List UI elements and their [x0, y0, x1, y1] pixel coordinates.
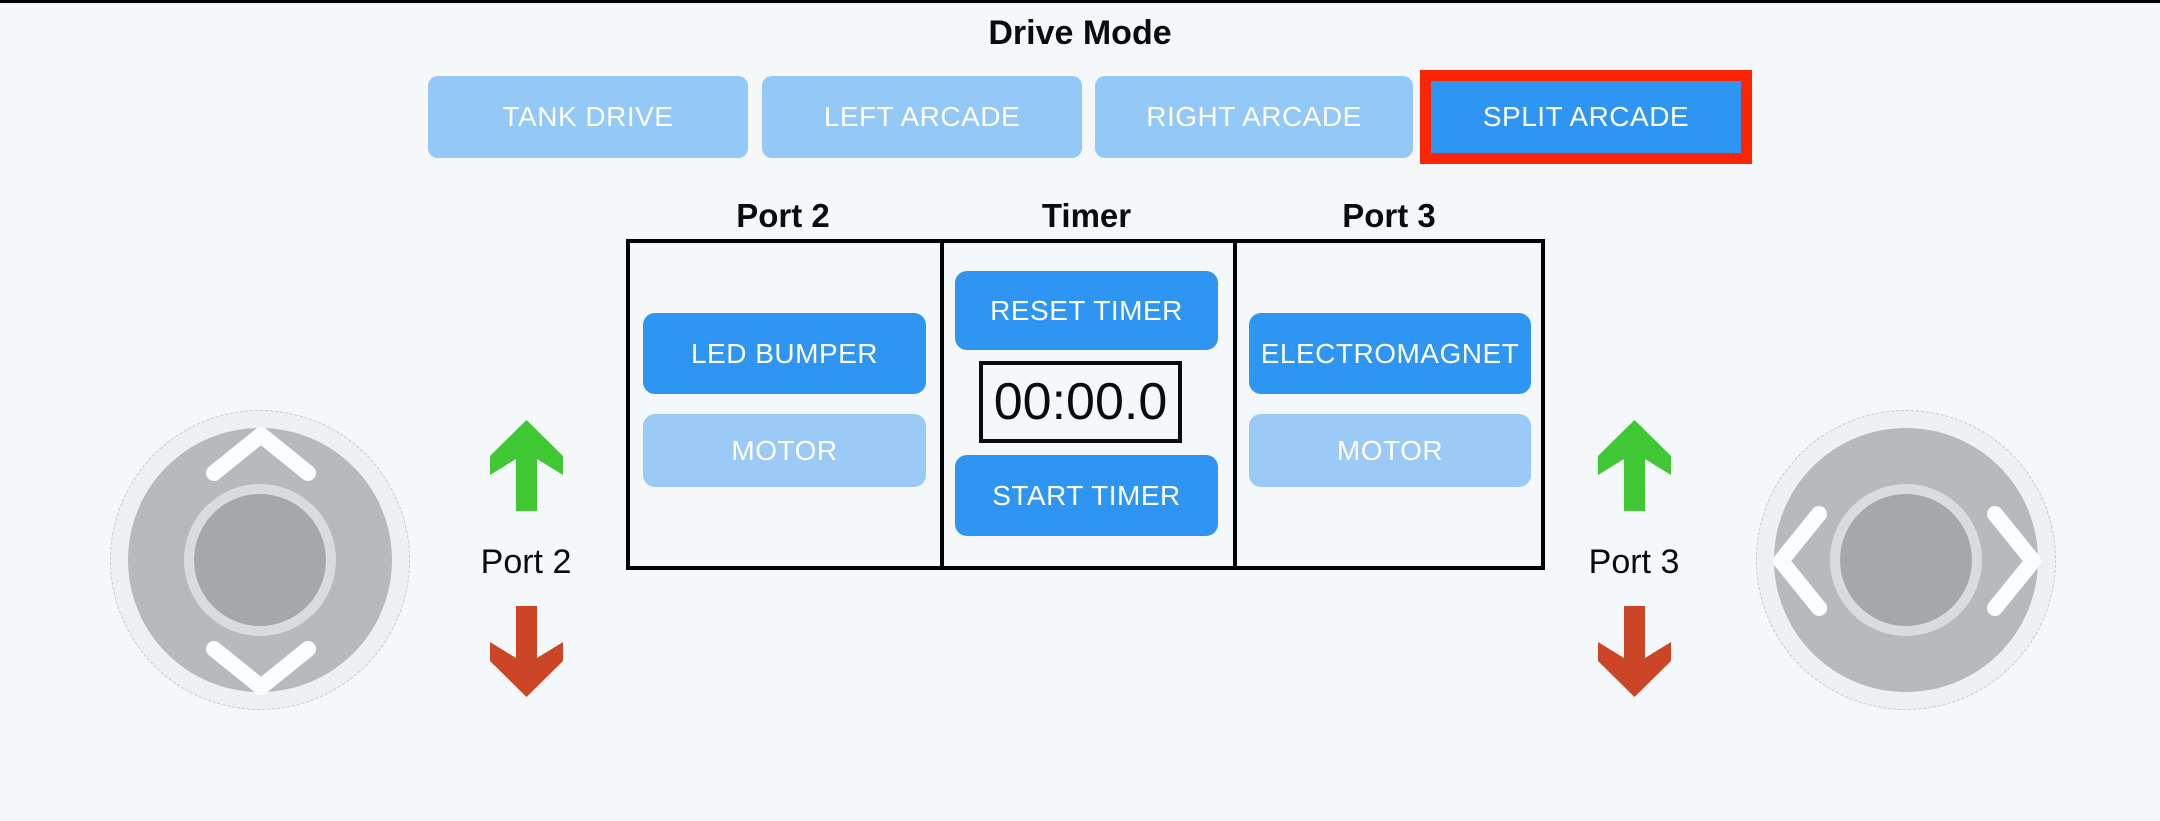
- port2-up-arrow-icon: [490, 420, 563, 511]
- right-joystick[interactable]: [1756, 410, 2056, 710]
- port2-motor-button[interactable]: MOTOR: [643, 414, 926, 487]
- port3-up-arrow-icon: [1598, 420, 1671, 511]
- port2-column: [630, 243, 940, 566]
- right-arcade-button[interactable]: RIGHT ARCADE: [1095, 76, 1413, 158]
- control-panel-table: [626, 239, 1545, 570]
- split-arcade-button[interactable]: SPLIT ARCADE: [1431, 81, 1741, 153]
- port2-down-arrow-icon: [490, 606, 563, 697]
- timer-display: 00:00.0: [979, 361, 1182, 443]
- column-divider: [940, 243, 944, 566]
- port2-indicator-label: Port 2: [480, 543, 572, 581]
- port3-column: [1237, 243, 1541, 566]
- timer-column-header: Timer: [1041, 197, 1132, 234]
- left-joystick[interactable]: [110, 410, 410, 710]
- port2-column-header: Port 2: [736, 197, 830, 234]
- page-title: Drive Mode: [988, 14, 1172, 52]
- start-timer-button[interactable]: START TIMER: [955, 455, 1218, 536]
- joystick-vertical-chevrons-icon: [206, 427, 316, 695]
- joystick-horizontal-chevrons-icon: [1773, 506, 2041, 616]
- left-arcade-button[interactable]: LEFT ARCADE: [762, 76, 1082, 158]
- window-top-border: [0, 0, 2160, 3]
- tank-drive-button[interactable]: TANK DRIVE: [428, 76, 748, 158]
- led-bumper-button[interactable]: LED BUMPER: [643, 313, 926, 394]
- port3-indicator-label: Port 3: [1588, 543, 1680, 581]
- right-joystick-knob[interactable]: [1830, 484, 1982, 636]
- selection-highlight-box: SPLIT ARCADE: [1420, 70, 1752, 164]
- port3-column-header: Port 3: [1342, 197, 1436, 234]
- port3-motor-button[interactable]: MOTOR: [1249, 414, 1531, 487]
- left-joystick-knob[interactable]: [184, 484, 336, 636]
- reset-timer-button[interactable]: RESET TIMER: [955, 271, 1218, 350]
- electromagnet-button[interactable]: ELECTROMAGNET: [1249, 313, 1531, 394]
- port3-down-arrow-icon: [1598, 606, 1671, 697]
- column-divider: [1233, 243, 1237, 566]
